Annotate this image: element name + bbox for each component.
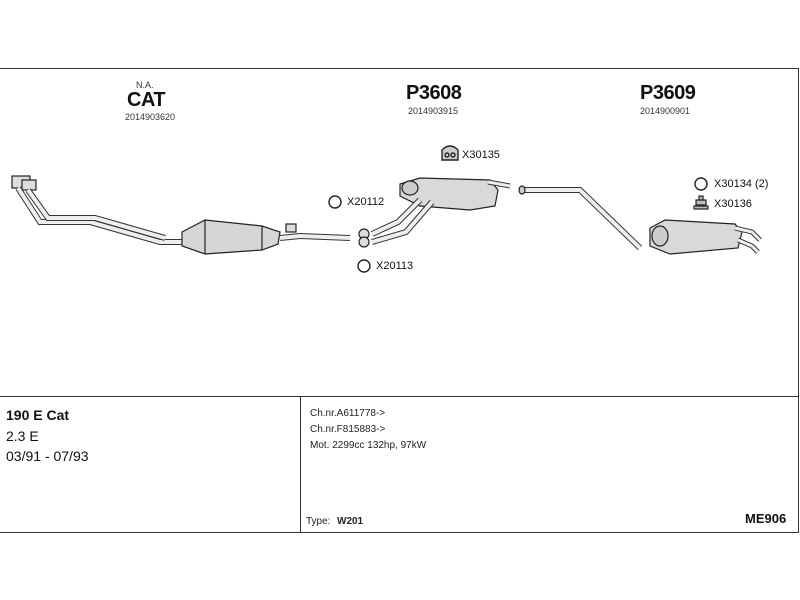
front-pipe-with-catalyst	[11, 175, 351, 255]
chassis-number-1: Ch.nr.A611778->	[310, 408, 386, 419]
clamp-icon-x30135	[441, 145, 459, 161]
ref-x20112: X20112	[347, 196, 385, 208]
type-value: W201	[337, 516, 364, 527]
middle-silencer	[358, 177, 511, 248]
cat-part-name: CAT	[127, 89, 166, 111]
ring-icon-x20112	[328, 195, 342, 209]
cat-part-number: 2014903620	[125, 112, 176, 122]
ref-x20113: X20113	[376, 260, 414, 272]
ref-x30134: X30134 (2)	[714, 178, 769, 190]
catalog-code: ME906	[745, 511, 787, 526]
diagram-frame	[0, 68, 799, 533]
info-column-divider	[300, 396, 301, 533]
chassis-number-2: Ch.nr.F815883->	[310, 424, 386, 435]
type-label: Type:	[306, 516, 331, 527]
vehicle-model: 190 E Cat	[6, 407, 70, 423]
p3609-part-number: 2014900901	[640, 106, 691, 116]
ref-x30136: X30136	[714, 198, 752, 210]
cat-note: N.A.	[136, 80, 154, 90]
info-divider	[0, 396, 799, 397]
p3608-part-name: P3608	[406, 82, 462, 104]
rear-silencer	[518, 185, 762, 255]
p3608-part-number: 2014903915	[408, 106, 459, 116]
ref-x30135: X30135	[462, 149, 500, 161]
motor-spec: Mot. 2299cc 132hp, 97kW	[310, 440, 427, 451]
ring-icon-x30134	[694, 177, 708, 191]
p3609-part-name: P3609	[640, 82, 696, 104]
mount-icon-x30136	[693, 195, 709, 210]
vehicle-engine: 2.3 E	[6, 428, 39, 444]
ring-icon-x20113	[357, 259, 371, 273]
vehicle-years: 03/91 - 07/93	[6, 448, 89, 464]
